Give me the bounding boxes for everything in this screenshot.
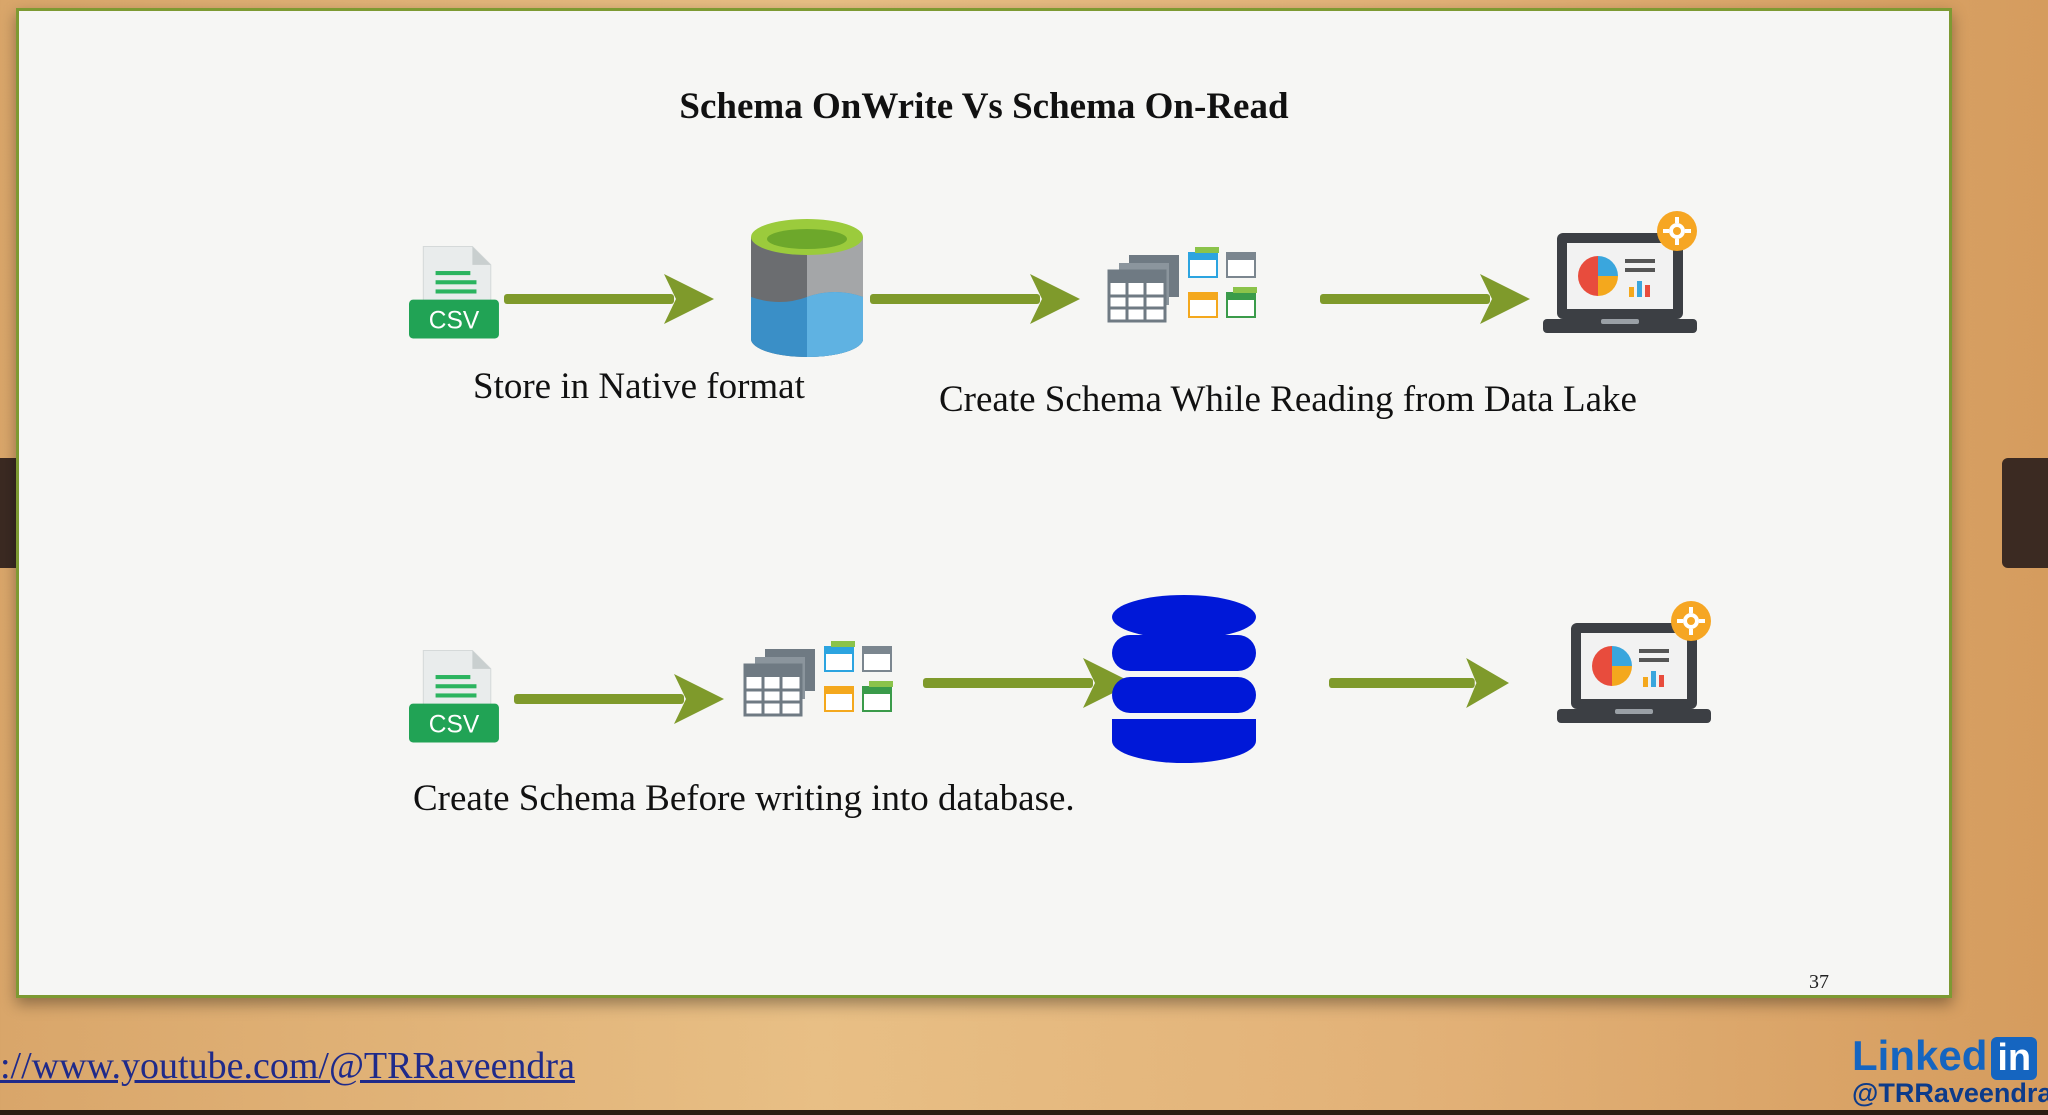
analytics-laptop-icon: [1543, 211, 1703, 341]
analytics-laptop-icon: [1557, 601, 1717, 731]
data-lake-icon: [751, 219, 863, 357]
linkedin-in-icon: in: [1991, 1037, 2038, 1080]
schema-on-write-label: Create Schema Before writing into databa…: [413, 778, 1075, 819]
right-binder-tab: [2002, 458, 2048, 568]
arrow-icon: [1315, 269, 1535, 329]
arrow-icon: [1329, 653, 1509, 713]
slide-title: Schema OnWrite Vs Schema On-Read: [679, 86, 1289, 127]
tables-icon: [1101, 247, 1271, 337]
database-icon: [1112, 595, 1256, 763]
arrow-icon: [923, 653, 1133, 713]
slide: Schema OnWrite Vs Schema On-Read Store i…: [16, 8, 1952, 998]
csv-file-icon: [409, 647, 501, 747]
arrow-icon: [499, 269, 719, 329]
store-native-label: Store in Native format: [473, 366, 805, 407]
arrow-icon: [865, 269, 1085, 329]
arrow-icon: [509, 669, 729, 729]
csv-file-icon: [409, 243, 501, 343]
schema-on-read-label: Create Schema While Reading from Data La…: [939, 379, 1637, 420]
linkedin-wordmark: Linked: [1852, 1032, 1988, 1079]
youtube-link[interactable]: ://www.youtube.com/@TRRaveendra: [0, 1045, 575, 1087]
page-number: 37: [1809, 971, 1829, 993]
linkedin-handle: @TRRaveendra: [1852, 1078, 2048, 1108]
bottom-border: [0, 1110, 2048, 1115]
tables-icon: [737, 641, 907, 731]
